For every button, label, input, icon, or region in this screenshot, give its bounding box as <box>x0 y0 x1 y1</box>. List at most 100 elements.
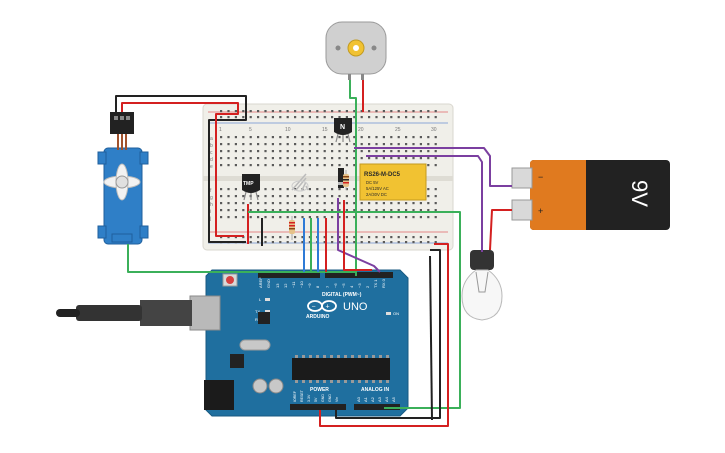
temperature-sensor[interactable]: TMP <box>242 174 260 201</box>
breadboard-hole <box>390 209 393 212</box>
battery-9v[interactable]: − + 9V <box>511 160 670 230</box>
breadboard-hole <box>242 202 245 205</box>
breadboard-hole <box>271 116 274 119</box>
breadboard-hole <box>234 157 237 160</box>
breadboard-hole <box>279 143 282 146</box>
chip-pin <box>330 380 333 383</box>
breadboard-hole <box>257 110 260 113</box>
breadboard-hole <box>249 143 252 146</box>
rgb-led[interactable] <box>291 173 309 192</box>
breadboard-hole <box>279 216 282 219</box>
servo-motor[interactable] <box>97 112 149 245</box>
transistor-label: N <box>340 124 345 131</box>
breadboard-hole <box>323 116 326 119</box>
breadboard-hole <box>249 202 252 205</box>
breadboard-hole <box>279 110 282 113</box>
breadboard-hole <box>286 241 289 244</box>
voltage-regulator <box>230 354 244 368</box>
breadboard-hole <box>382 236 385 239</box>
breadboard-hole <box>249 110 252 113</box>
breadboard-hole <box>427 202 430 205</box>
breadboard-hole <box>382 143 385 146</box>
servo-horn[interactable] <box>103 163 141 201</box>
breadboard-hole <box>419 216 422 219</box>
breadboard-hole <box>257 143 260 146</box>
breadboard-hole <box>353 164 356 167</box>
breadboard-hole <box>301 164 304 167</box>
breadboard-hole <box>353 188 356 191</box>
breadboard-hole <box>286 216 289 219</box>
diode[interactable] <box>338 168 344 188</box>
breadboard-hole <box>382 157 385 160</box>
breadboard-row-letters: a b c d e f g h i j <box>209 136 213 222</box>
breadboard-hole <box>249 241 252 244</box>
breadboard-hole <box>419 202 422 205</box>
breadboard-hole <box>375 116 378 119</box>
breadboard-hole <box>227 150 230 153</box>
breadboard-hole <box>301 241 304 244</box>
breadboard-hole <box>242 209 245 212</box>
breadboard-hole <box>353 236 356 239</box>
breadboard-hole <box>331 241 334 244</box>
breadboard-hole <box>368 150 371 153</box>
breadboard-hole <box>271 236 274 239</box>
dc-motor[interactable] <box>325 21 387 80</box>
breadboard-hole <box>294 116 297 119</box>
chip-pin <box>379 355 382 358</box>
digital-pin-label: RX 0 <box>381 278 386 288</box>
breadboard-hole <box>220 209 223 212</box>
breadboard-hole <box>249 216 252 219</box>
breadboard-hole <box>345 136 348 139</box>
npn-transistor[interactable]: N <box>334 118 352 143</box>
breadboard-hole <box>338 110 341 113</box>
breadboard-hole <box>382 150 385 153</box>
chip-pin <box>295 355 298 358</box>
digital-header-label: DIGITAL (PWM~) <box>322 292 362 298</box>
breadboard-hole <box>220 116 223 119</box>
chip-pin <box>365 380 368 383</box>
breadboard-hole <box>360 110 363 113</box>
breadboard-hole <box>338 136 341 139</box>
breadboard-hole <box>257 202 260 205</box>
breadboard-column-numbers: 1 5 10 15 20 25 30 <box>219 127 437 133</box>
digital-pin-label: TX 1 <box>373 279 378 288</box>
breadboard-hole <box>390 116 393 119</box>
breadboard-hole <box>242 236 245 239</box>
relay-line: 2A/30V DC <box>366 192 387 197</box>
breadboard-hole <box>368 157 371 160</box>
breadboard-hole <box>323 202 326 205</box>
breadboard-hole <box>286 164 289 167</box>
breadboard-hole <box>360 150 363 153</box>
relay-module[interactable]: RS26-M-DC5 DC 5V 5A/125V AC 2A/30V DC <box>359 163 427 201</box>
breadboard-hole <box>323 143 326 146</box>
analog-pin-label: A5 <box>391 396 396 402</box>
breadboard-hole <box>345 216 348 219</box>
resistor[interactable] <box>343 170 349 190</box>
breadboard-hole <box>360 157 363 160</box>
breadboard-hole <box>368 241 371 244</box>
breadboard-hole <box>286 202 289 205</box>
reset-button-cap[interactable] <box>226 276 234 284</box>
breadboard-hole <box>316 195 319 198</box>
breadboard-hole <box>220 236 223 239</box>
breadboard-hole <box>316 150 319 153</box>
wire-red <box>343 200 372 271</box>
breadboard-hole <box>271 209 274 212</box>
resistor[interactable] <box>289 216 295 240</box>
breadboard-hole <box>360 209 363 212</box>
breadboard-hole <box>271 136 274 139</box>
light-bulb[interactable] <box>461 250 503 321</box>
breadboard-hole <box>264 136 267 139</box>
wire-purple <box>366 155 483 252</box>
wire-red <box>489 209 512 251</box>
row-letter: a <box>210 136 213 142</box>
breadboard-hole <box>368 216 371 219</box>
breadboard-hole <box>257 116 260 119</box>
breadboard-hole <box>308 188 311 191</box>
breadboard-hole <box>419 110 422 113</box>
breadboard-hole <box>308 110 311 113</box>
arduino-uno-board[interactable]: AREF GND 13 12 ~11 ~10 ~9 8 7 ~6 ~5 4 ~3… <box>56 269 409 417</box>
breadboard-hole <box>271 110 274 113</box>
digital-pin-label: 12 <box>283 283 288 288</box>
breadboard-hole <box>257 136 260 139</box>
